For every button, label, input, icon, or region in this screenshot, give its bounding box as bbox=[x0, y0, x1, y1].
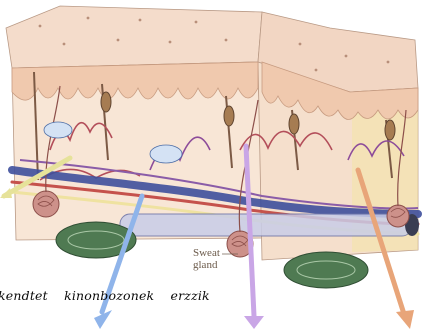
annotation-word-2: kinonbozonek bbox=[64, 288, 154, 303]
arrow-yellow-head bbox=[0, 188, 12, 198]
annotation-word-1: kendtet bbox=[0, 288, 48, 303]
handwritten-annotation: kendtet kinonbozonek erzzik bbox=[0, 288, 222, 303]
arrow-orange-head bbox=[396, 310, 414, 329]
epidermis-top-left bbox=[6, 6, 262, 68]
sweat-gland-label-line1: Sweat bbox=[193, 247, 220, 259]
arrow-purple-head bbox=[244, 316, 264, 329]
annotation-word-3: erzzik bbox=[171, 288, 210, 303]
sweat-gland-label-line2: gland bbox=[193, 259, 220, 271]
sweat-gland-label: Sweat gland bbox=[193, 247, 220, 271]
vessel-cylinder bbox=[120, 214, 412, 236]
